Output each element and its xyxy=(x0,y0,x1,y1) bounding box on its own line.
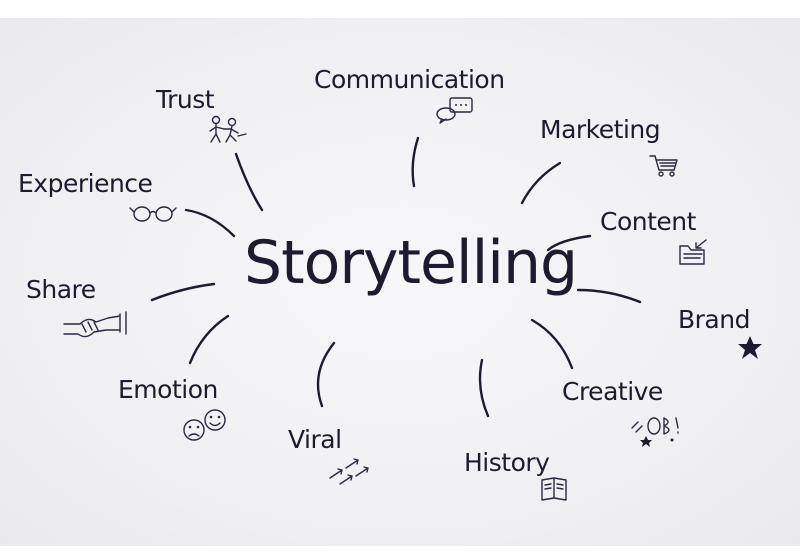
handshake-icon xyxy=(63,311,127,338)
connector-creative xyxy=(530,318,574,370)
node-emotion: Emotion xyxy=(118,375,218,404)
connector-viral xyxy=(316,341,336,408)
doodle-burst-icon xyxy=(631,417,679,447)
connector-experience xyxy=(184,208,236,238)
node-trust: Trust xyxy=(155,85,215,114)
book-icon xyxy=(541,477,567,501)
glasses-icon xyxy=(129,206,177,222)
connector-trust xyxy=(234,152,264,212)
shopping-cart-icon xyxy=(649,155,678,177)
node-experience: Experience xyxy=(18,169,153,198)
node-content: Content xyxy=(600,207,697,236)
mind-map-diagram: Storytelling Communication Marketing Con… xyxy=(18,65,762,501)
connector-history xyxy=(478,358,490,418)
node-marketing: Marketing xyxy=(540,115,660,144)
arrows-icon xyxy=(329,458,369,485)
star-icon xyxy=(738,336,762,359)
people-icon xyxy=(209,115,247,143)
node-brand: Brand xyxy=(678,305,750,334)
node-share: Share xyxy=(26,275,96,304)
mind-map-board: Storytelling Communication Marketing Con… xyxy=(0,18,800,546)
connectors xyxy=(150,136,642,418)
connector-content xyxy=(546,234,592,252)
faces-icon xyxy=(183,409,226,441)
folder-icon xyxy=(679,239,707,265)
connector-brand xyxy=(576,288,642,304)
node-creative: Creative xyxy=(562,377,663,406)
speech-bubbles-icon xyxy=(436,97,473,124)
node-viral: Viral xyxy=(288,425,342,454)
connector-emotion xyxy=(188,314,230,365)
connector-marketing xyxy=(520,161,562,205)
node-history: History xyxy=(464,448,550,477)
node-communication: Communication xyxy=(314,65,505,94)
connector-communication xyxy=(411,136,420,188)
connector-share xyxy=(150,282,216,302)
central-topic: Storytelling xyxy=(244,228,577,298)
